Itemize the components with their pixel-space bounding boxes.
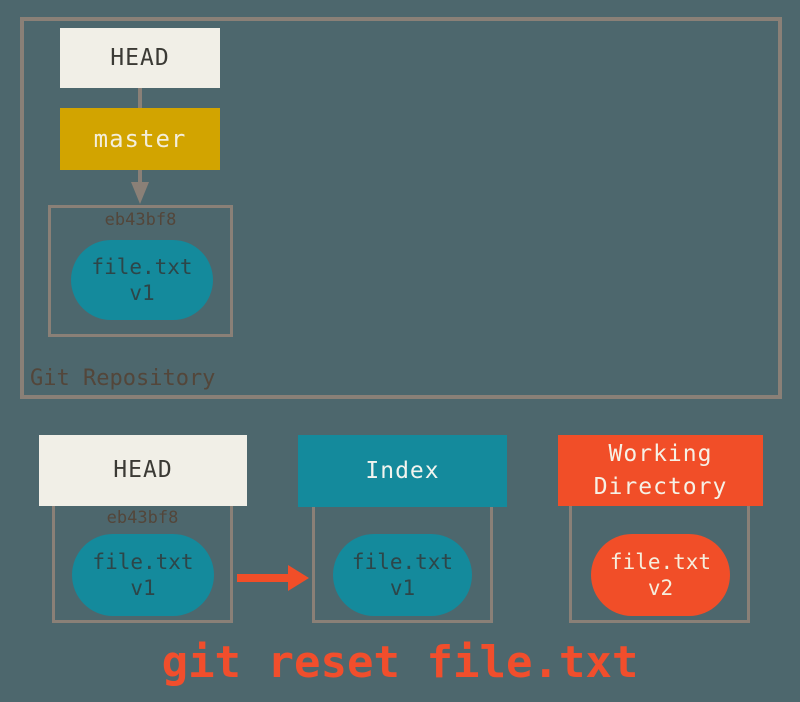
arrow-down-icon [131, 182, 149, 204]
file-name: file.txt [92, 550, 194, 574]
commit-file-blob: file.txt v1 [71, 240, 213, 320]
reset-arrow-shaft [237, 574, 288, 582]
head-pointer-label: HEAD [110, 45, 170, 71]
commit-hash: eb43bf8 [104, 210, 177, 230]
index-column-title: Index [365, 457, 440, 484]
command-caption: git reset file.txt [161, 637, 639, 688]
master-to-commit-connector [138, 170, 142, 182]
file-version: v1 [389, 576, 416, 600]
working-directory-column-header: Working Directory [558, 435, 763, 506]
git-repository-box [20, 17, 782, 399]
head-pointer-box: HEAD [60, 28, 220, 88]
master-branch-label: master [93, 125, 187, 153]
working-directory-column-title: Working Directory [593, 440, 728, 500]
head-to-master-connector [138, 88, 142, 108]
head-column-title: HEAD [113, 457, 173, 483]
head-column-hash: eb43bf8 [106, 508, 179, 528]
index-file-blob: file.txt v1 [333, 534, 472, 616]
arrow-right-icon [288, 565, 309, 591]
file-version: v1 [130, 576, 156, 600]
commit-box [48, 205, 233, 337]
file-name: file.txt [609, 550, 712, 574]
git-repository-label: Git Repository [30, 366, 216, 391]
file-name: file.txt [91, 255, 193, 279]
working-directory-file-blob: file.txt v2 [591, 534, 730, 616]
head-file-blob: file.txt v1 [72, 534, 214, 616]
index-column-header: Index [298, 435, 507, 507]
file-version: v1 [129, 281, 155, 305]
file-version: v2 [647, 576, 674, 600]
file-name: file.txt [351, 550, 454, 574]
head-column-header: HEAD [39, 435, 247, 506]
master-branch-box: master [60, 108, 220, 170]
